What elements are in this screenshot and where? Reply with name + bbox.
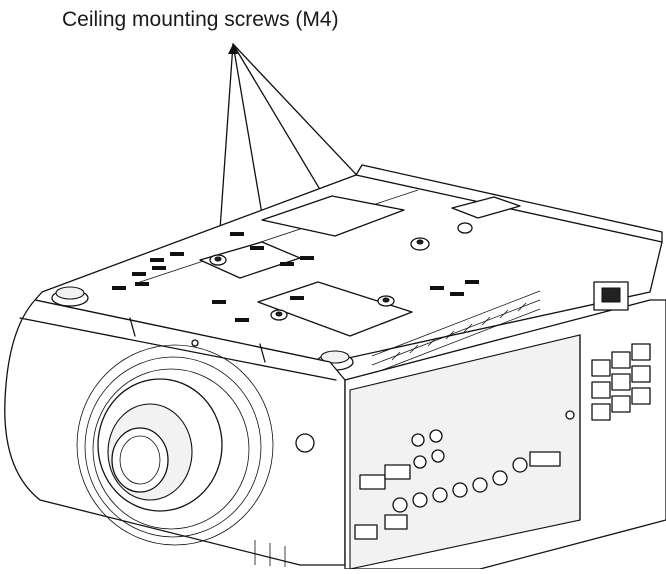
projector-front-face bbox=[4, 299, 346, 567]
arrow-head-icon bbox=[228, 44, 238, 54]
projector-side-panel bbox=[344, 281, 666, 570]
lens-icon bbox=[76, 344, 274, 546]
adjustable-foot-left bbox=[51, 286, 89, 307]
ceiling-screw-2 bbox=[270, 309, 288, 321]
ceiling-screw-4 bbox=[410, 237, 430, 251]
power-inlet-icon bbox=[593, 281, 629, 311]
projector-top-panel bbox=[34, 164, 663, 375]
callout-label: Ceiling mounting screws (M4) bbox=[62, 8, 339, 31]
ceiling-screw-3 bbox=[377, 295, 395, 307]
ceiling-screw-1 bbox=[209, 254, 227, 266]
